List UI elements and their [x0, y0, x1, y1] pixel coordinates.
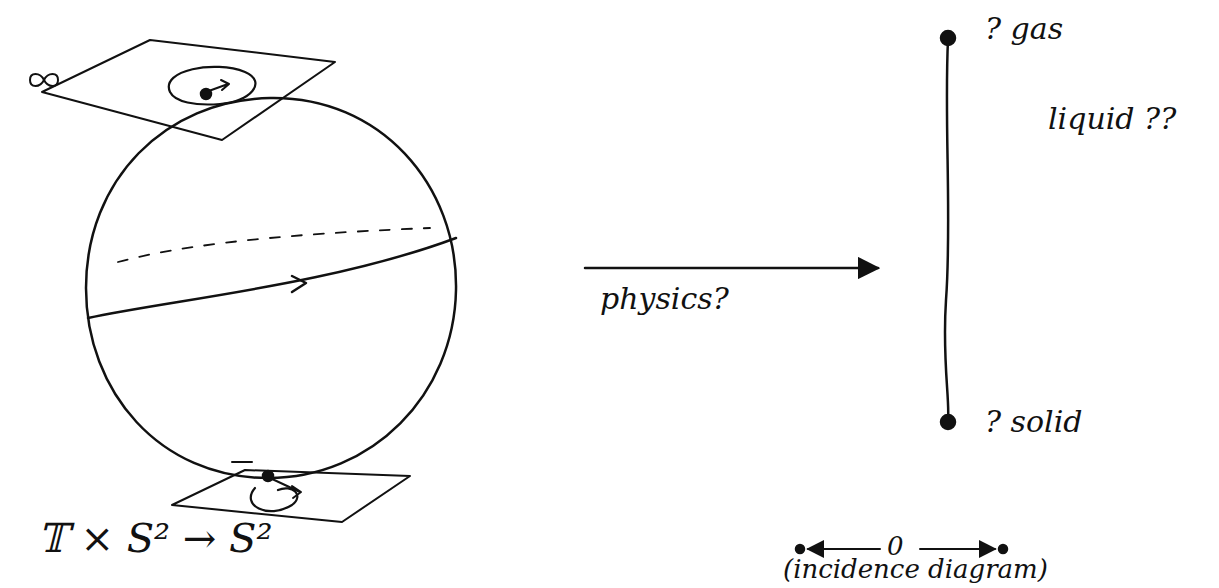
infinity-mark [30, 74, 58, 86]
incidence-arrow-right [920, 548, 995, 550]
arrow-label: physics? [600, 282, 729, 315]
dash-mark [232, 461, 252, 463]
map-formula: 𝕋 × S² → S² [38, 516, 273, 560]
tangent-plane-top [42, 40, 335, 140]
loop-top [169, 67, 256, 105]
equator-back [118, 228, 430, 262]
phase-label: ? solid [985, 405, 1082, 438]
incidence-arrow-left [808, 548, 880, 550]
endpoint-top [941, 31, 955, 45]
point-bottom [263, 471, 273, 481]
sphere-outline [86, 98, 456, 478]
phase-label: ? gas [985, 12, 1063, 45]
incidence-dot-left [796, 545, 804, 553]
point-top [201, 89, 211, 99]
loop-bottom [251, 488, 298, 511]
incidence-dot-right [999, 545, 1007, 553]
endpoint-bottom [941, 415, 955, 429]
loop-bottom-arrow [270, 478, 301, 498]
phase-label: liquid ?? [1048, 102, 1176, 135]
equator-arrow [292, 276, 306, 292]
phase-segment [945, 40, 948, 420]
tangent-plane-bottom [172, 470, 410, 522]
equator [88, 238, 456, 318]
incidence-caption: (incidence diagram) [783, 555, 1048, 584]
map-arrow [585, 267, 878, 270]
